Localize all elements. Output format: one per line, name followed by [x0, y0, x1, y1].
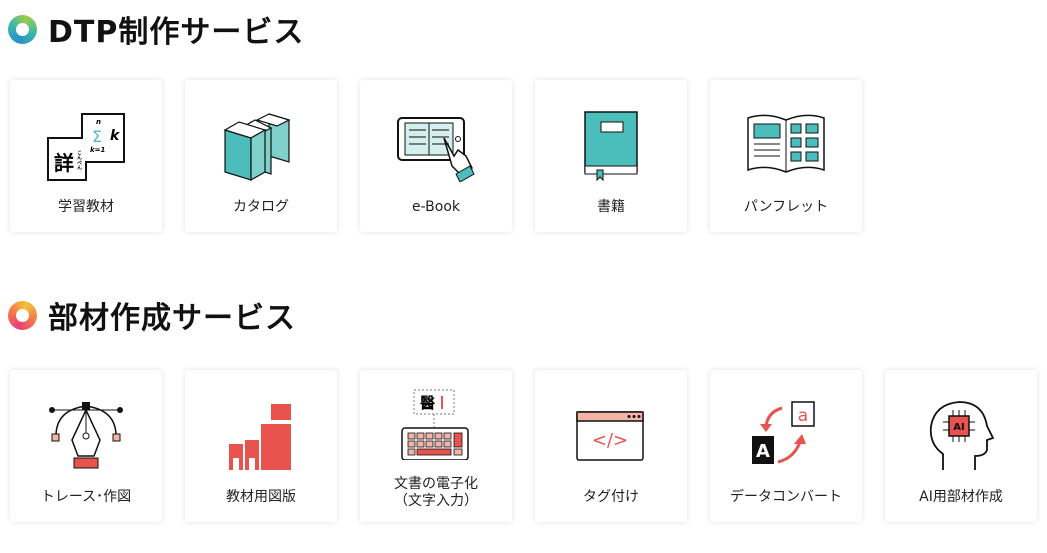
card-label-line1: 文書の電子化 — [394, 476, 478, 492]
card-catalog[interactable]: カタログ — [185, 80, 337, 232]
card-learning-materials[interactable]: n Σ k k=1 詳 こんぺん 学習教材 — [10, 80, 162, 232]
ai-head-icon: AI — [929, 401, 995, 470]
section-title: DTP制作サービス — [48, 15, 305, 50]
card-tagging[interactable]: </> タグ付け — [535, 370, 687, 522]
svg-text:a: a — [798, 406, 808, 426]
svg-text:Σ: Σ — [92, 127, 102, 146]
card-digitization[interactable]: 醫 文書の電子化 （文字入力） — [360, 370, 512, 522]
card-ai-materials[interactable]: AI AI用部材作成 — [885, 370, 1037, 522]
card-pamphlet[interactable]: パンフレット — [710, 80, 862, 232]
math-textbook-icon: n Σ k k=1 詳 こんぺん — [47, 113, 125, 181]
svg-text:k=1: k=1 — [90, 146, 106, 154]
svg-text:k: k — [110, 128, 121, 144]
card-label: タグ付け — [583, 489, 639, 505]
pamphlet-icon — [747, 114, 825, 173]
blocks-icon — [229, 404, 291, 470]
code-window-icon: </> — [576, 411, 644, 461]
card-ebook[interactable]: e-Book — [360, 80, 512, 232]
pen-tool-icon — [49, 402, 123, 469]
svg-text:詳: 詳 — [54, 151, 74, 175]
section-heading-parts: 部材作成サービス — [8, 295, 296, 336]
card-label: データコンバート — [730, 489, 842, 505]
card-books[interactable]: 書籍 — [535, 80, 687, 232]
svg-text:醫: 醫 — [420, 394, 435, 412]
section-heading-dtp: DTP制作サービス — [8, 9, 305, 50]
ruby-text: こんぺん — [76, 150, 82, 171]
books-icon — [223, 113, 291, 182]
card-label: 書籍 — [597, 199, 625, 215]
convert-icon: a A — [752, 401, 815, 464]
card-figures[interactable]: 教材用図版 — [185, 370, 337, 522]
section-title: 部材作成サービス — [48, 301, 296, 336]
tablet-touch-icon — [397, 117, 475, 182]
keyboard-icon: 醫 — [401, 389, 469, 460]
card-label: トレース･作図 — [40, 489, 132, 505]
svg-text:A: A — [756, 441, 770, 462]
card-label: カタログ — [233, 199, 289, 215]
card-label: 教材用図版 — [226, 489, 296, 505]
svg-text:n: n — [96, 118, 101, 126]
card-label-line2: （文字入力） — [394, 493, 478, 509]
card-label: 文書の電子化 （文字入力） — [360, 476, 512, 510]
card-trace-drawing[interactable]: トレース･作図 — [10, 370, 162, 522]
book-icon — [584, 111, 638, 182]
card-data-convert[interactable]: a A データコンバート — [710, 370, 862, 522]
svg-text:AI: AI — [953, 422, 964, 433]
ring-gradient-orange-icon — [8, 300, 37, 330]
card-label: パンフレット — [743, 199, 829, 215]
card-label: AI用部材作成 — [919, 489, 1003, 505]
ring-gradient-teal-icon — [8, 14, 37, 44]
svg-text:</>: </> — [592, 430, 628, 451]
card-label: 学習教材 — [58, 199, 114, 215]
card-label: e-Book — [411, 199, 460, 215]
